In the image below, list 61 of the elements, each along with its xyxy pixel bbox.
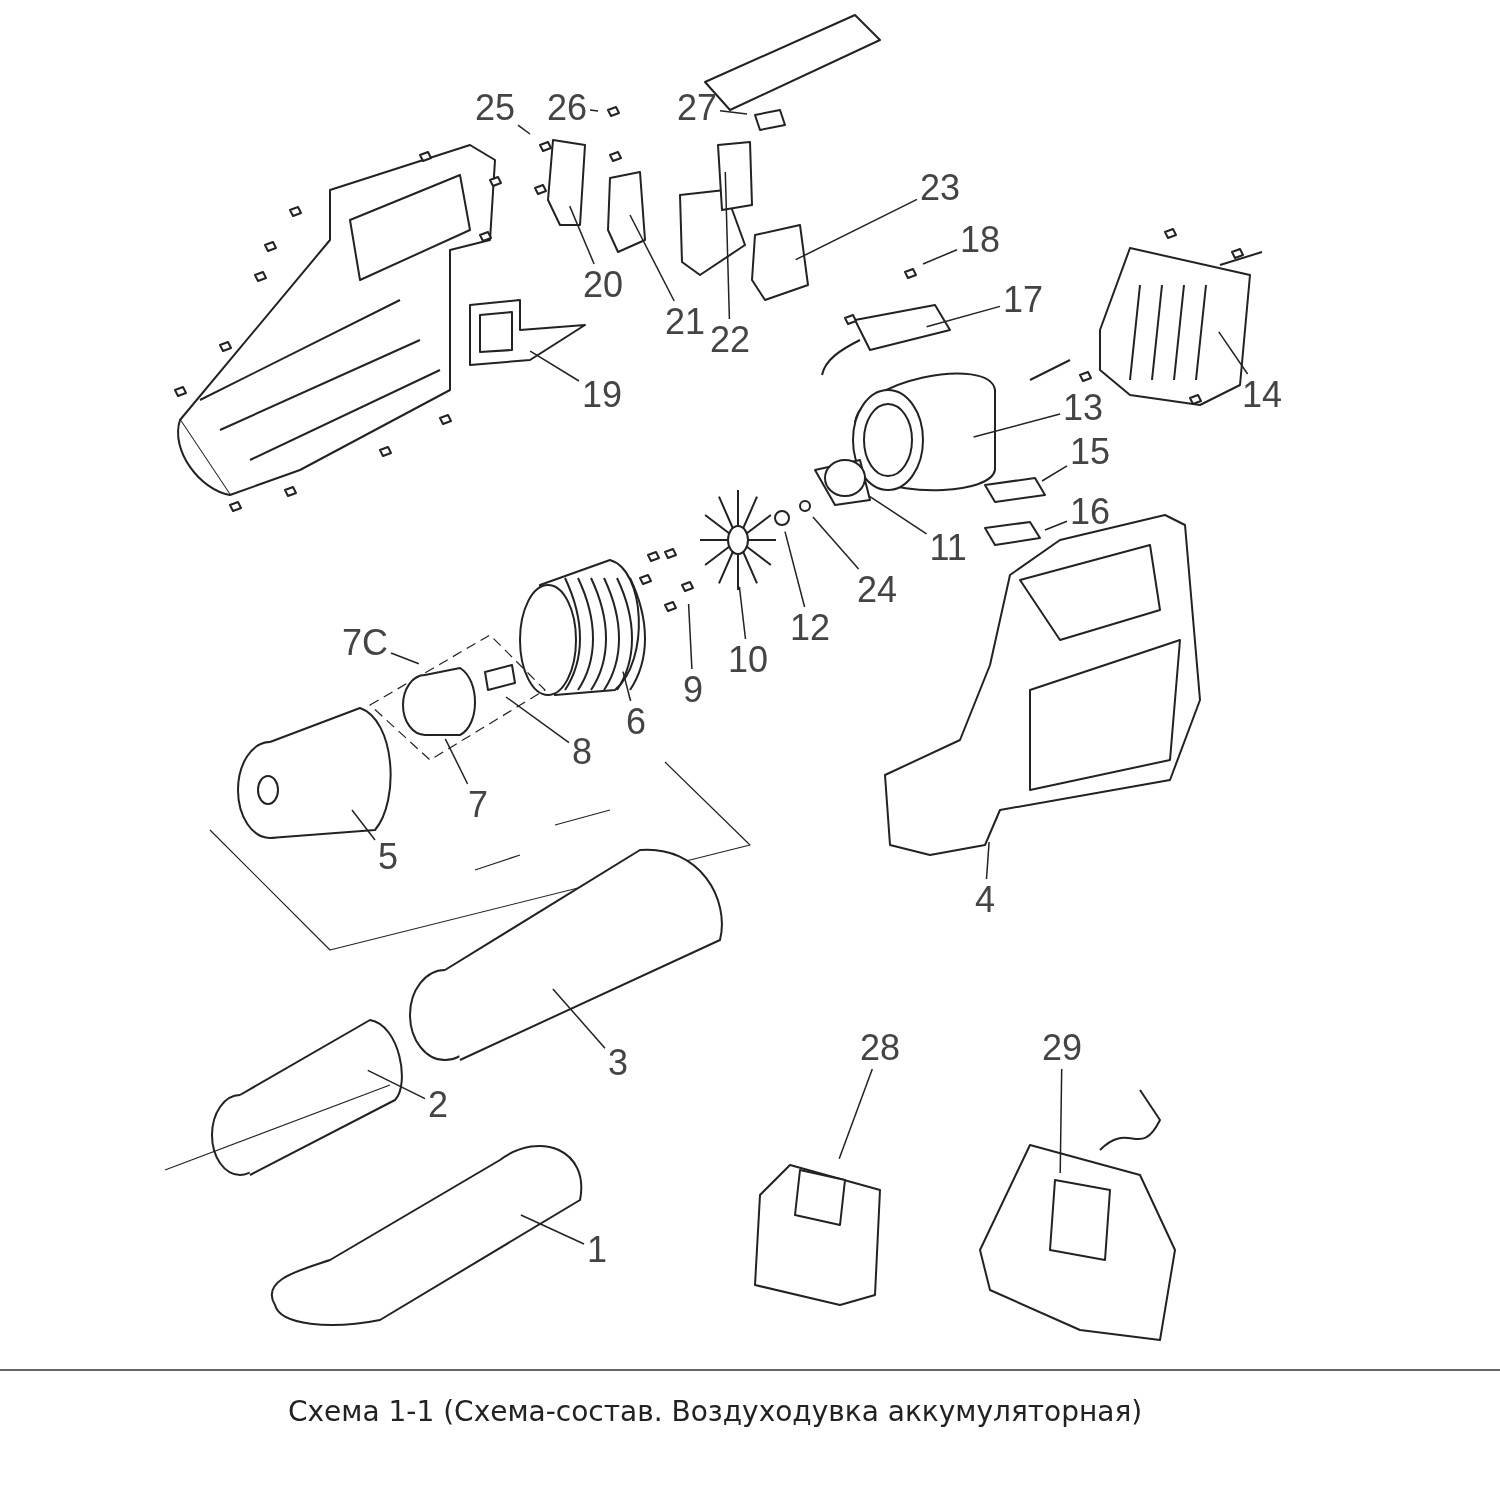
callout-number: 13 — [1063, 390, 1104, 426]
leader-line — [351, 809, 376, 841]
callout-number: 25 — [475, 90, 516, 126]
leader-line — [812, 516, 860, 570]
leader-line — [784, 530, 806, 608]
callout-number: 6 — [626, 704, 647, 740]
callout-number: 10 — [728, 642, 769, 678]
callout-number: 2 — [428, 1087, 449, 1123]
callout-number: 11 — [929, 530, 967, 566]
leader-line — [794, 198, 918, 261]
callout-number: 23 — [920, 170, 961, 206]
leader-line — [738, 586, 747, 640]
leader-line — [869, 495, 928, 535]
leader-line — [568, 205, 595, 265]
leader-line — [529, 350, 580, 382]
leader-line — [972, 413, 1061, 438]
leader-line — [629, 214, 675, 302]
callout-number: 5 — [378, 839, 399, 875]
callout-number: 26 — [547, 90, 588, 126]
leader-line — [925, 305, 1001, 328]
callout-number: 19 — [582, 377, 623, 413]
callout-number: 9 — [683, 672, 704, 708]
leader-line — [552, 988, 606, 1049]
callout-number: 7C — [342, 625, 389, 661]
leader-line — [520, 1214, 585, 1245]
leader-line — [505, 696, 570, 744]
callout-number: 12 — [790, 610, 831, 646]
callout-number: 20 — [583, 267, 624, 303]
callout-number: 3 — [608, 1045, 629, 1081]
leader-line — [724, 171, 731, 320]
caption: Схема 1-1 (Схема-состав. Воздуходувка аккумуляторная) — [288, 1395, 1143, 1428]
leader-line — [1218, 331, 1249, 375]
leader-line — [390, 652, 420, 665]
leader-line — [622, 670, 632, 702]
callout-number: 27 — [677, 90, 718, 126]
callout-number: 29 — [1042, 1030, 1083, 1066]
leader-line — [589, 109, 599, 112]
callout-number: 17 — [1003, 282, 1044, 318]
leader-line — [922, 248, 958, 265]
leader-line — [719, 110, 748, 115]
leader-line — [985, 841, 990, 880]
leader-line — [444, 738, 469, 785]
callout-number: 24 — [857, 572, 898, 608]
callout-number: 16 — [1070, 494, 1111, 530]
leader-line — [1059, 1068, 1063, 1174]
callout-number: 4 — [975, 882, 996, 918]
callout-number: 18 — [960, 222, 1001, 258]
leader-line — [367, 1069, 426, 1100]
callout-number: 21 — [665, 304, 706, 340]
callout-number: 28 — [860, 1030, 901, 1066]
callout-number: 14 — [1242, 377, 1283, 413]
callout-number: 1 — [587, 1232, 608, 1268]
callout-number: 8 — [572, 734, 593, 770]
leader-line — [517, 124, 531, 135]
callout-number: 22 — [710, 322, 751, 358]
leader-line — [1044, 520, 1068, 531]
leader-line — [838, 1068, 874, 1160]
leader-line — [1041, 465, 1068, 482]
leader-line — [687, 603, 693, 670]
callout-number: 7 — [468, 787, 489, 823]
callout-number: 15 — [1070, 434, 1111, 470]
